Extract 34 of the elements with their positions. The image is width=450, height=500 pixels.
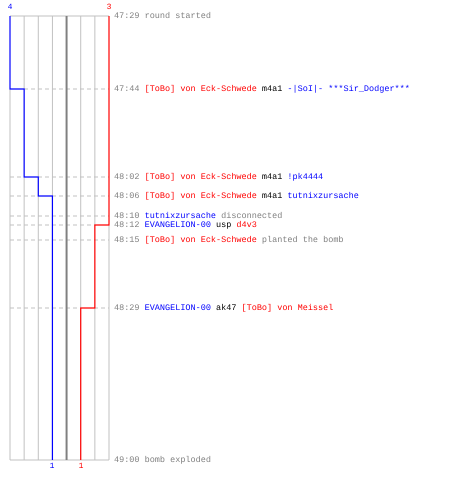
- player-count: 3: [106, 4, 112, 12]
- player-count: 1: [78, 463, 84, 471]
- player-name: EVANGELION-00: [144, 220, 211, 230]
- weapon-name: usp: [216, 220, 232, 230]
- player-name: tutnixzursache: [144, 212, 216, 220]
- timestamp: 48:02: [114, 172, 140, 182]
- weapon-name: ak47: [216, 304, 236, 312]
- weapon-name: m4a1: [262, 192, 282, 200]
- timestamp: 47:44: [114, 84, 140, 94]
- timestamp: 47:29: [114, 12, 140, 20]
- event-text: disconnected: [221, 212, 282, 220]
- weapon-name: m4a1: [262, 84, 282, 94]
- player-name: [ToBo] von Eck-Schwede: [144, 172, 257, 182]
- player-name: [ToBo] von Eck-Schwede: [144, 192, 257, 200]
- event-text: round started: [144, 12, 211, 20]
- player-name: !pk4444: [287, 172, 324, 182]
- player-name: -|SoI|- ***Sir_Dodger***: [287, 84, 410, 94]
- timestamp: 48:15: [114, 236, 140, 244]
- event-text: planted the bomb: [262, 236, 344, 244]
- player-name: EVANGELION-00: [144, 304, 211, 312]
- player-name: [ToBo] von Meissel: [242, 304, 334, 312]
- timestamp: 49:00: [114, 456, 140, 464]
- player-name: [ToBo] von Eck-Schwede: [144, 84, 257, 94]
- timestamp: 48:29: [114, 304, 140, 312]
- timestamp: 48:06: [114, 192, 140, 200]
- player-name: [ToBo] von Eck-Schwede: [144, 236, 257, 244]
- player-count: 1: [50, 463, 54, 471]
- weapon-name: m4a1: [262, 172, 282, 182]
- timestamp: 48:12: [114, 220, 140, 230]
- player-name: d4v3: [236, 220, 257, 230]
- player-count: 4: [8, 4, 12, 12]
- player-name: tutnixzursache: [287, 192, 359, 200]
- event-text: bomb exploded: [144, 456, 211, 464]
- timestamp: 48:10: [114, 212, 140, 220]
